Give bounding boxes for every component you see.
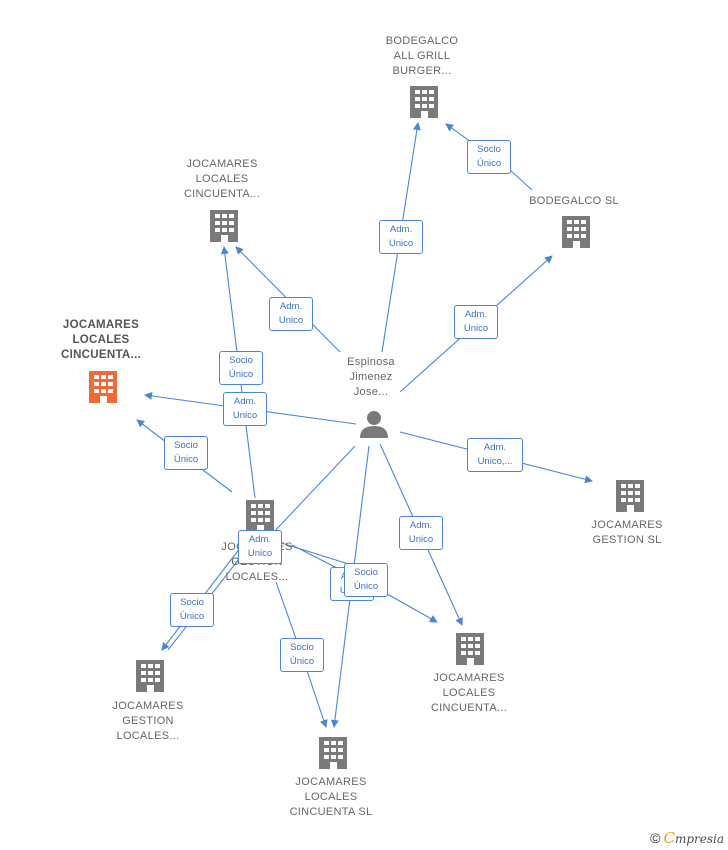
edge-label-center-adm: Adm.Unico — [238, 530, 282, 564]
copyright-symbol: © — [650, 830, 661, 846]
edge-center-mid — [271, 539, 356, 567]
edge-label-person-bodegalco-grill: Adm.Unico — [379, 220, 423, 254]
node-label-jocamares-gestion-locales[interactable]: JOCAMARES GESTION LOCALES... — [112, 700, 184, 742]
building-icon — [246, 500, 274, 532]
edge-label-person-bodegalco-sl: Adm.Unico — [454, 305, 498, 339]
edge-label-person-gestion-sl: Adm.Unico,... — [467, 438, 523, 472]
footer-brand[interactable]: ©Cmpresia — [650, 829, 724, 847]
building-icon — [616, 480, 644, 512]
building-icon-highlight — [89, 371, 117, 403]
edge-label-person-right: Adm.Unico — [399, 516, 443, 550]
node-label-jocamares-gestion-sl[interactable]: JOCAMARES GESTION SL — [591, 519, 663, 546]
person-icon — [360, 411, 388, 438]
edge-label-person-jocamares-top: Adm.Unico — [269, 297, 313, 331]
node-label-bodegalco-sl[interactable]: BODEGALCO SL — [529, 195, 619, 207]
building-icon — [319, 737, 347, 769]
node-label-bodegalco-all-grill[interactable]: BODEGALCO ALL GRILL BURGER... — [385, 35, 459, 77]
building-icon — [210, 210, 238, 242]
brand-logo: Cmpresia — [663, 829, 724, 847]
building-icon — [136, 660, 164, 692]
building-icon — [562, 216, 590, 248]
edge-label-person-highlight: Adm.Unico — [223, 392, 267, 426]
node-label-jocamares-cincuenta-sl[interactable]: JOCAMARES LOCALES CINCUENTA SL — [289, 776, 373, 818]
node-label-jocamares-top[interactable]: JOCAMARES LOCALES CINCUENTA... — [183, 158, 261, 200]
building-icon — [410, 86, 438, 118]
node-label-person[interactable]: Espinosa Jimenez Jose... — [347, 356, 395, 398]
edge-person-center — [271, 445, 356, 535]
node-label-jocamares-highlight[interactable]: JOCAMARES LOCALES CINCUENTA... — [60, 319, 142, 361]
building-icon — [456, 633, 484, 665]
node-label-jocamares-right[interactable]: JOCAMARES LOCALES CINCUENTA... — [430, 672, 508, 714]
